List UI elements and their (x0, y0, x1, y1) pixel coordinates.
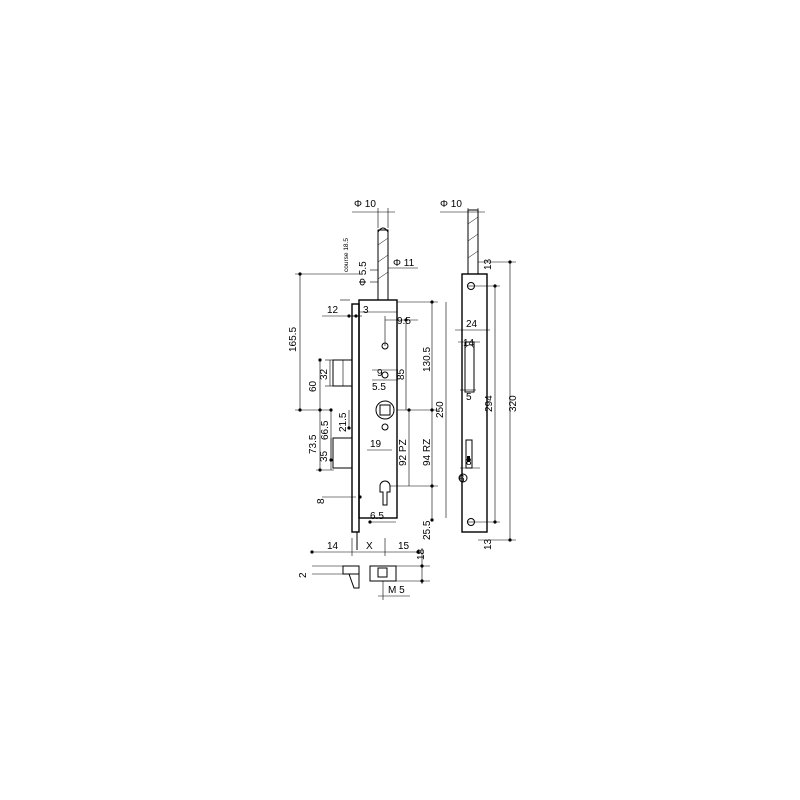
dim-3: 3 (363, 305, 369, 316)
dim-21-5: 21.5 (338, 412, 349, 432)
rod-side (467, 209, 479, 275)
dim-60: 60 (308, 380, 319, 392)
dim-9: 9 (377, 368, 383, 379)
dim-phi55: Φ 5.5 (358, 261, 369, 286)
dim-6-5: 6.5 (370, 511, 384, 522)
dim-8-left: 8 (316, 498, 327, 504)
dim-165-5: 165.5 (288, 327, 299, 352)
dim-5-5: 5.5 (372, 382, 386, 393)
dim-24: 24 (466, 319, 478, 330)
dim-19: 19 (370, 439, 382, 450)
dim-14-right: 14 (463, 338, 475, 349)
dim-92-pz: 92 PZ (398, 439, 409, 466)
lock-side-view (458, 209, 488, 533)
dim-12: 12 (327, 305, 339, 316)
dim-phi10-left: Φ 10 (354, 199, 376, 210)
dim-13-top: 13 (483, 258, 494, 270)
dim-13-bottom: 13 (483, 538, 494, 550)
dim-73-5: 73.5 (308, 434, 319, 454)
lock-front-view (332, 227, 398, 550)
dimensions-front (295, 208, 447, 600)
dim-15: 15 (398, 541, 410, 552)
latch-bolt (332, 359, 353, 387)
lock-case (358, 299, 398, 519)
dim-2: 2 (298, 572, 309, 578)
dim-130-5: 130.5 (422, 347, 433, 372)
dim-phi10-right: Φ 10 (440, 199, 462, 210)
dim-66-5: 66.5 (320, 420, 331, 440)
dead-bolt (332, 437, 353, 469)
follower-hub (375, 400, 395, 420)
dim-294: 294 (484, 395, 495, 412)
dim-x: X (366, 541, 373, 552)
rod-upper (377, 229, 389, 301)
cylinder-profile (379, 480, 391, 506)
dim-6: 6 (459, 474, 465, 485)
dim-5: 5 (466, 392, 472, 403)
dim-32: 32 (319, 368, 330, 380)
dim-25-5: 25.5 (422, 520, 433, 540)
dim-9-5: 9.5 (397, 316, 411, 327)
dim-m5: M 5 (388, 585, 405, 596)
dim-94-rz: 94 RZ (422, 439, 433, 466)
dim-250: 250 (435, 401, 446, 418)
dim-14-bottom: 14 (327, 541, 339, 552)
forend-side (461, 273, 488, 533)
latch-slot (464, 341, 475, 393)
dim-8-right: 8 (466, 457, 472, 468)
dim-35: 35 (319, 450, 330, 462)
dim-18: 18 (416, 548, 427, 560)
forend-plate (351, 303, 360, 533)
dim-course: course 18.5 (343, 238, 350, 272)
dimensions-side (440, 208, 516, 542)
dim-85: 85 (396, 368, 407, 380)
dim-320: 320 (508, 395, 519, 412)
dim-phi11: Φ 11 (393, 258, 415, 269)
